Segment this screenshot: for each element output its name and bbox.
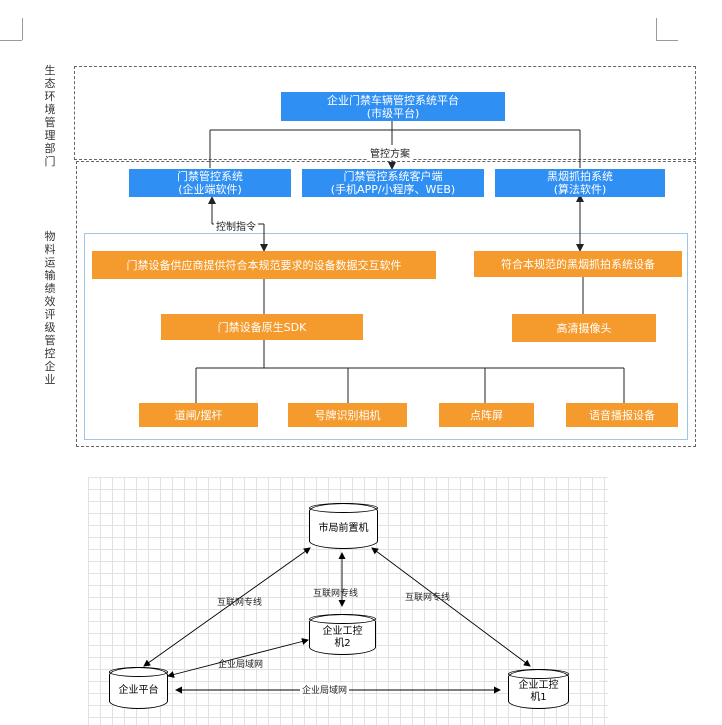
black-smoke-device-box: 符合本规范的黑烟抓拍系统设备: [474, 251, 682, 277]
access-control-client-subtitle: (手机APP/小程序、WEB): [330, 183, 456, 196]
hd-camera-box: 高清摄像头: [512, 314, 656, 342]
city-front-server-label: 市局前置机: [318, 523, 369, 534]
page-corner-mark-top-right: [656, 40, 678, 41]
city-platform-title: 企业门禁车辆管控系统平台: [327, 93, 459, 107]
lan-bottom-label: 企业局域网: [300, 683, 350, 696]
enterprise-platform-label: 企业平台: [118, 685, 159, 696]
equipment-zone-frame: [84, 233, 688, 440]
page-corner-mark-top-left: [0, 40, 22, 41]
voice-broadcast-box: 语音播报设备: [566, 403, 678, 427]
enterprise-platform-node: 企业平台: [109, 667, 168, 709]
internet-line-mid-label: 互联网专线: [313, 589, 359, 599]
side-label-enterprise: 物料运输绩效评级管控企业: [44, 230, 56, 386]
control-command-label: 控制指令: [214, 218, 258, 233]
supplier-software-box: 门禁设备供应商提供符合本规范要求的设备数据交互软件: [92, 251, 436, 279]
enterprise-ipc2-label: 企业工控机2: [322, 625, 363, 649]
page-corner-mark-top-left-v: [22, 18, 23, 40]
barrier-gate-box: 道闸/摆杆: [139, 403, 258, 427]
access-control-system-box: 门禁管控系统 (企业端软件): [129, 169, 291, 197]
city-front-server-node: 市局前置机: [309, 503, 378, 549]
black-smoke-capture-system-box: 黑烟抓拍系统 (算法软件): [495, 169, 665, 197]
lan-upper-label: 企业局域网: [218, 660, 264, 670]
enterprise-ipc1-label: 企业工控机1: [518, 680, 559, 703]
access-control-client-title: 门禁管控系统客户端: [343, 170, 443, 183]
internet-line-left-label: 互联网专线: [217, 598, 263, 608]
internet-line-right-label: 互联网专线: [405, 593, 451, 603]
city-platform-box: 企业门禁车辆管控系统平台 (市级平台): [281, 92, 505, 121]
access-control-system-subtitle: (企业端软件): [178, 183, 242, 196]
led-screen-box: 点阵屏: [439, 403, 534, 427]
control-scheme-label: 管控方案: [368, 145, 412, 160]
access-control-client-box: 门禁管控系统客户端 (手机APP/小程序、WEB): [302, 169, 484, 197]
access-control-system-title: 门禁管控系统: [177, 170, 243, 183]
page-corner-mark-top-right-v: [656, 18, 657, 40]
enterprise-ipc1-node: 企业工控机1: [508, 669, 569, 709]
plate-camera-box: 号牌识别相机: [288, 403, 407, 427]
enterprise-zone-frame: [76, 161, 696, 447]
enterprise-ipc2-node: 企业工控机2: [309, 614, 376, 655]
black-smoke-capture-system-title: 黑烟抓拍系统: [547, 170, 613, 183]
side-label-government: 生态环境管理部门: [44, 64, 56, 168]
native-sdk-box: 门禁设备原生SDK: [161, 314, 363, 340]
black-smoke-capture-system-subtitle: (算法软件): [553, 183, 607, 196]
city-platform-subtitle: (市级平台): [366, 106, 420, 120]
